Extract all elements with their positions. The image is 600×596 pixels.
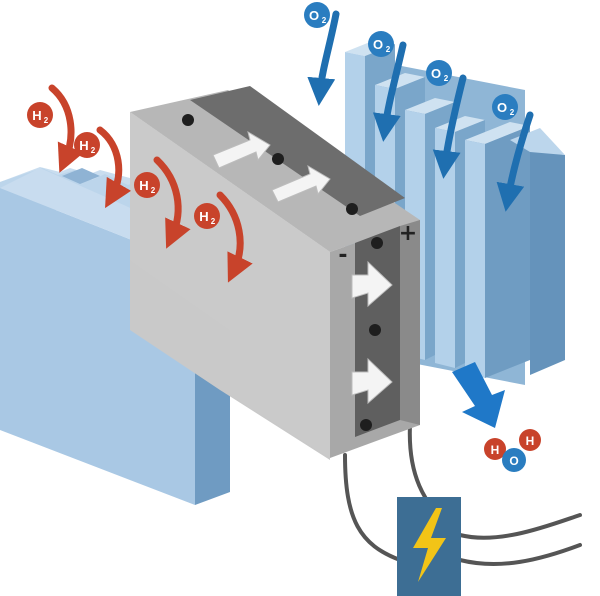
oxygen-badge: O 2	[492, 94, 518, 120]
arrow-icon	[351, 260, 393, 308]
oxygen-arrow	[372, 41, 407, 142]
hydrogen-badge: H 2	[74, 132, 100, 158]
hydrogen-badge: H 2	[134, 172, 160, 198]
electron-dot	[371, 237, 383, 249]
oxygen-badge: O 2	[368, 31, 394, 57]
electron-flow-arrows	[212, 130, 393, 405]
electron-dot	[346, 203, 358, 215]
svg-text:O: O	[497, 100, 507, 115]
power-output-box	[397, 497, 461, 596]
electron-dot	[272, 153, 284, 165]
svg-text:2: 2	[44, 116, 49, 125]
arrow-icon	[351, 357, 393, 405]
svg-text:H: H	[199, 209, 208, 224]
svg-text:2: 2	[510, 108, 515, 117]
oxygen-arrow	[496, 111, 534, 212]
oxygen-arrow	[432, 74, 467, 179]
oxygen-inflow: O 2 O 2 O 2 O 2	[304, 2, 534, 212]
electrode-strip-top	[190, 86, 405, 216]
electron-dots	[182, 114, 383, 431]
svg-text:2: 2	[91, 146, 96, 155]
hydrogen-arrow	[216, 191, 253, 283]
svg-text:H: H	[526, 434, 535, 448]
water-outflow: H H O	[452, 362, 541, 472]
hydrogen-badge: H 2	[194, 203, 220, 229]
svg-text:2: 2	[386, 45, 391, 54]
hydrogen-arrow	[153, 156, 191, 249]
svg-text:O: O	[309, 8, 319, 23]
svg-text:2: 2	[151, 186, 156, 195]
svg-text:H: H	[491, 443, 500, 457]
oxygen-badge: O 2	[304, 2, 330, 28]
svg-text:2: 2	[211, 217, 216, 226]
svg-text:O: O	[373, 37, 383, 52]
svg-text:H: H	[139, 178, 148, 193]
electron-dot	[182, 114, 194, 126]
svg-text:O: O	[431, 66, 441, 81]
svg-text:2: 2	[322, 16, 327, 25]
positive-terminal-sign: +	[399, 221, 417, 246]
electron-dot	[360, 419, 372, 431]
oxygen-badge: O 2	[426, 60, 452, 86]
cathode-fin	[465, 122, 530, 378]
hydrogen-arrow	[48, 84, 84, 173]
arrow-icon	[212, 130, 271, 169]
svg-text:2: 2	[444, 74, 449, 83]
water-molecule: H H O	[484, 429, 541, 472]
negative-terminal-sign: -	[338, 243, 347, 268]
hydrogen-badge: H 2	[27, 102, 53, 128]
svg-text:O: O	[509, 454, 518, 468]
lightning-bolt-icon	[413, 508, 446, 582]
hydrogen-inflow: H 2 H 2 H 2 H 2	[27, 84, 253, 283]
hydrogen-arrow	[96, 126, 132, 209]
svg-text:H: H	[79, 138, 88, 153]
electron-dot	[369, 324, 381, 336]
arrow-icon	[271, 164, 331, 203]
svg-text:H: H	[32, 108, 41, 123]
water-out-arrow	[452, 362, 505, 428]
oxygen-arrow	[307, 10, 340, 106]
external-circuit-wires	[343, 423, 582, 566]
